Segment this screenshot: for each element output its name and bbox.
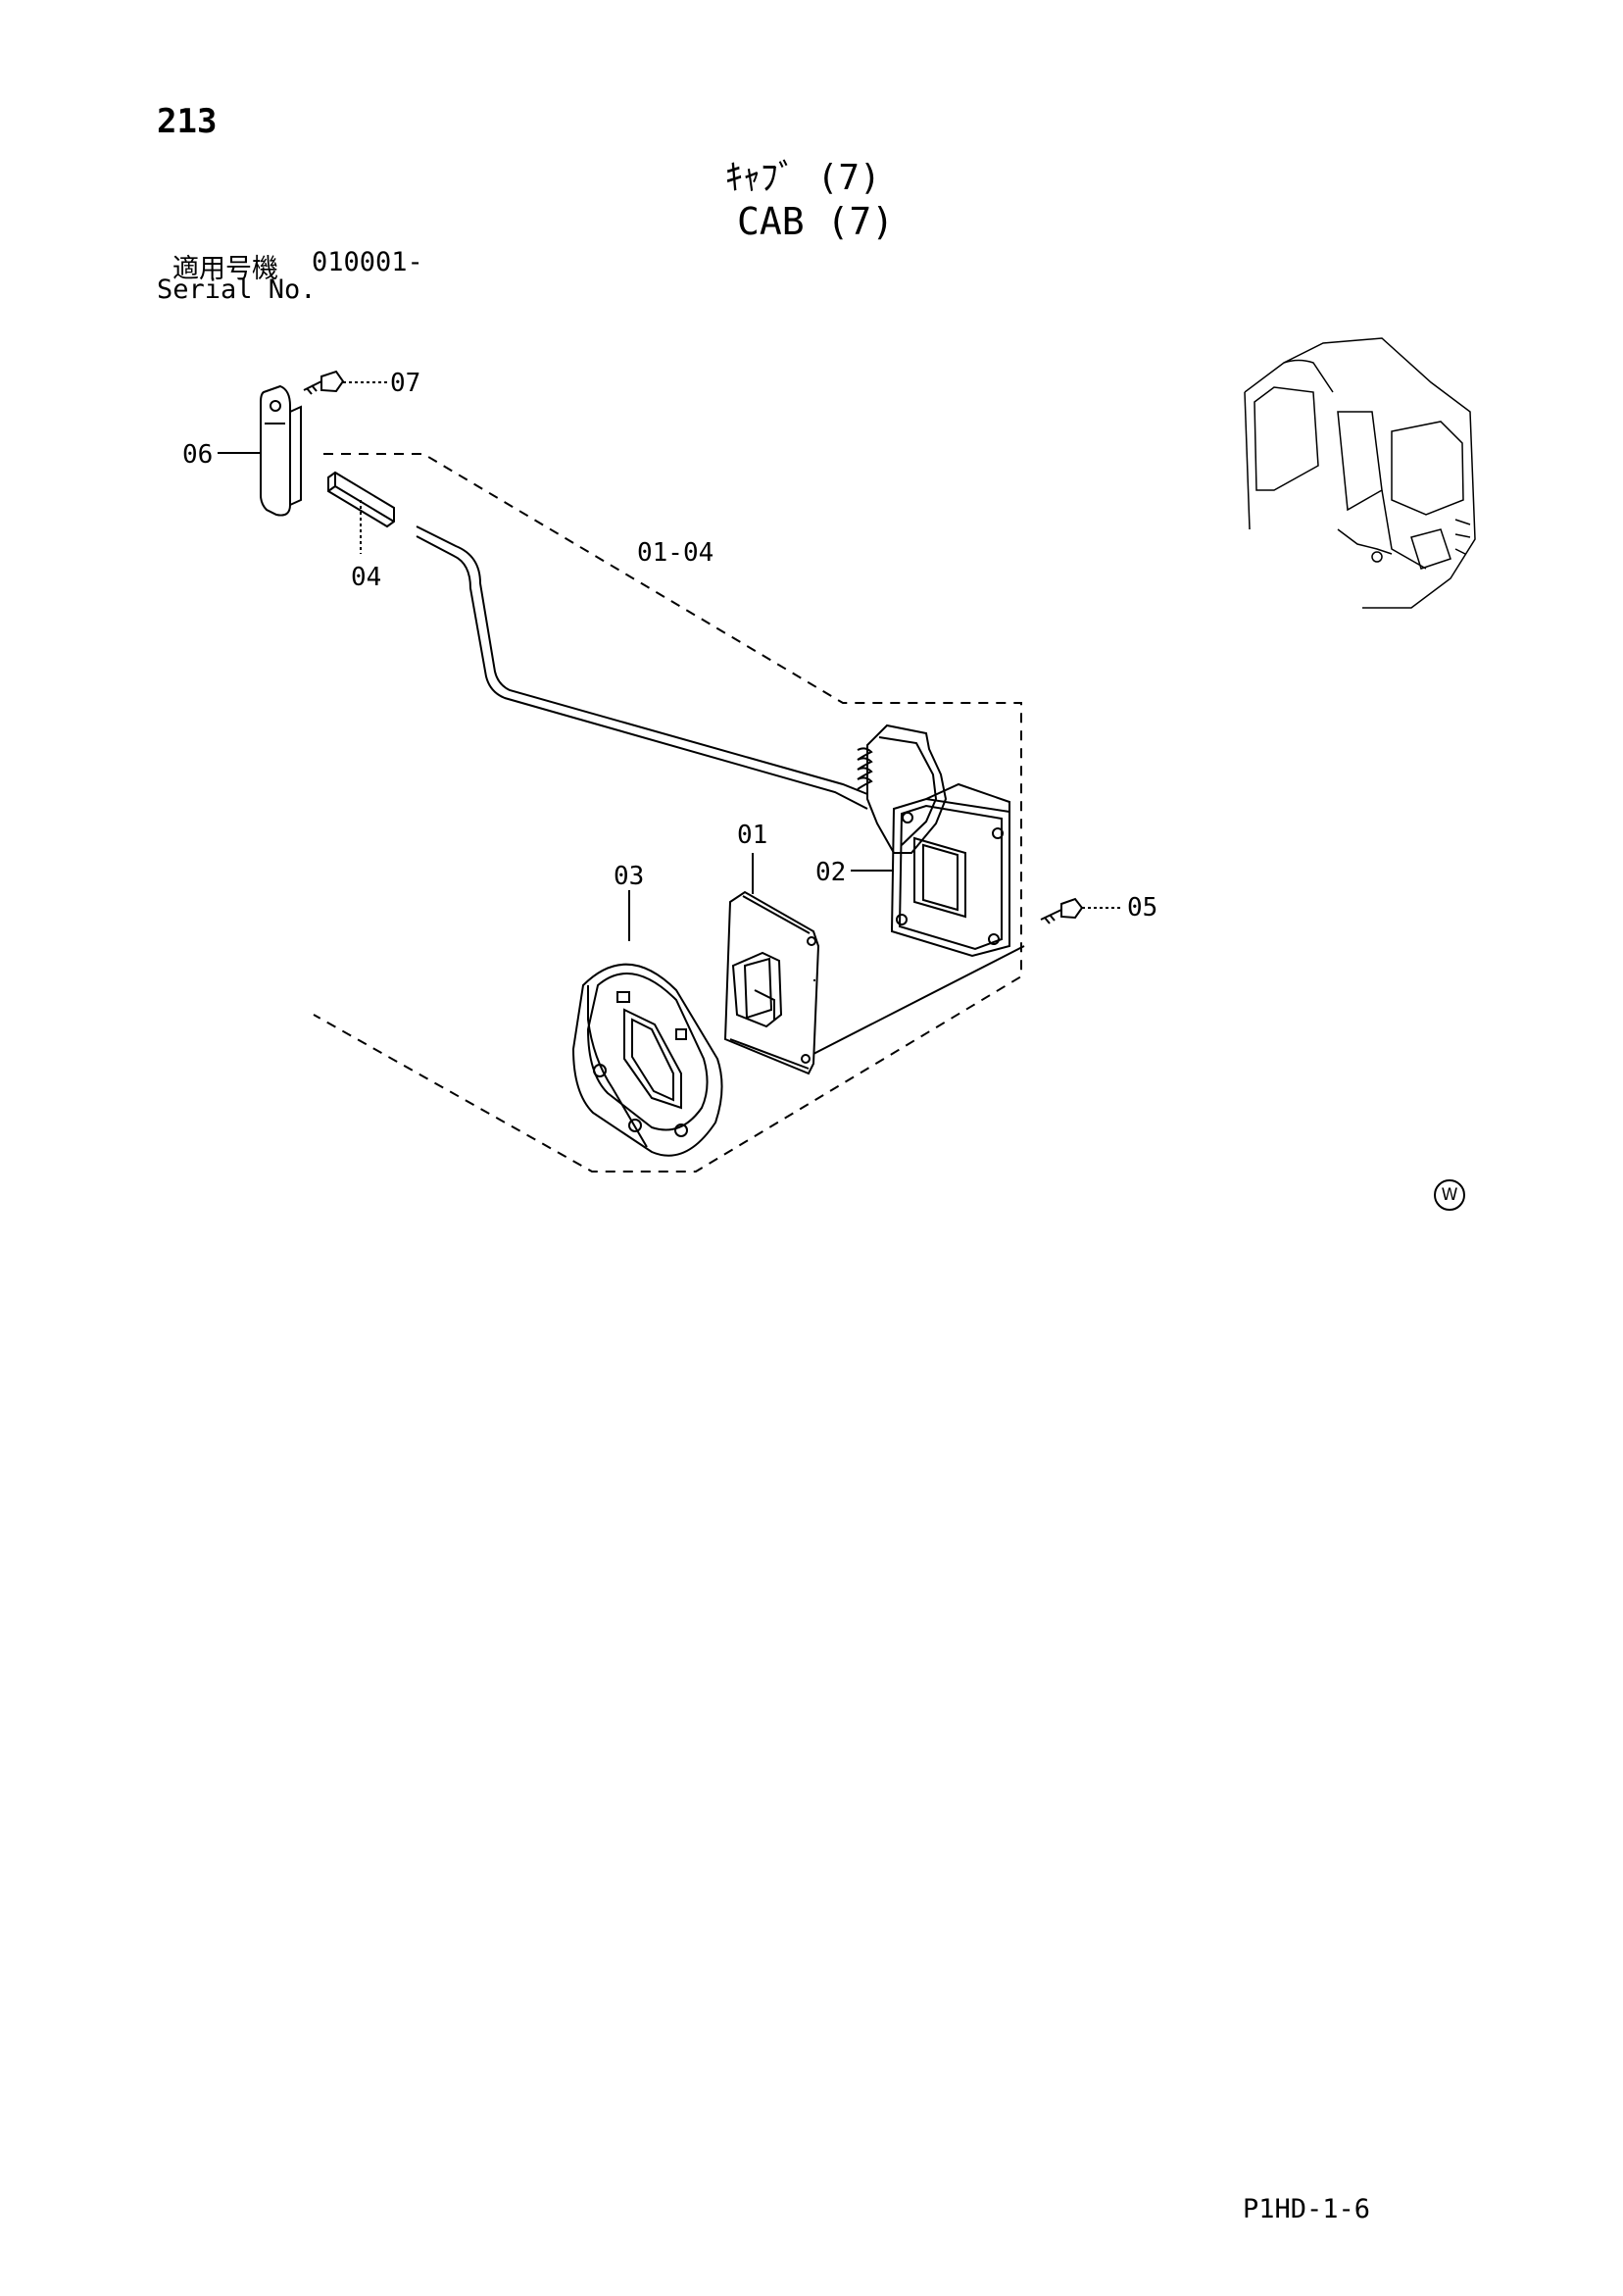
callout-06: 06 xyxy=(182,440,213,470)
part-01-lock-body xyxy=(723,890,1025,1075)
part-06-lever-handle xyxy=(260,384,302,517)
part-05-bolt xyxy=(1040,897,1084,924)
assembly-boundary xyxy=(313,453,1022,1173)
callout-03: 03 xyxy=(614,862,644,891)
page-code: P1HD-1-6 xyxy=(1243,2194,1371,2224)
copyright-mark: W xyxy=(1434,1179,1465,1211)
part-01-latch-plate xyxy=(857,724,948,854)
part-01-rod xyxy=(416,525,868,810)
page-number: 213 xyxy=(157,102,218,141)
callout-07: 07 xyxy=(390,369,420,398)
part-07-bolt xyxy=(303,370,345,395)
callout-05: 05 xyxy=(1127,893,1157,923)
callout-01: 01 xyxy=(737,821,767,850)
title-japanese: ｷｬﾌﾞ (7) xyxy=(725,158,881,198)
callout-01-04: 01-04 xyxy=(637,538,713,568)
title-english: CAB (7) xyxy=(737,200,895,243)
serial-label-japanese: 適用号機 xyxy=(172,254,278,284)
serial-label-english: Serial No. xyxy=(157,275,317,305)
part-03-escutcheon-ring xyxy=(571,963,723,1157)
callout-02: 02 xyxy=(815,858,846,887)
part-02-gasket xyxy=(890,782,1010,958)
cab-thumbnail xyxy=(1244,337,1476,609)
serial-number-value: 010001- xyxy=(312,247,423,277)
part-04-grip xyxy=(327,471,395,528)
callout-04: 04 xyxy=(351,563,381,592)
